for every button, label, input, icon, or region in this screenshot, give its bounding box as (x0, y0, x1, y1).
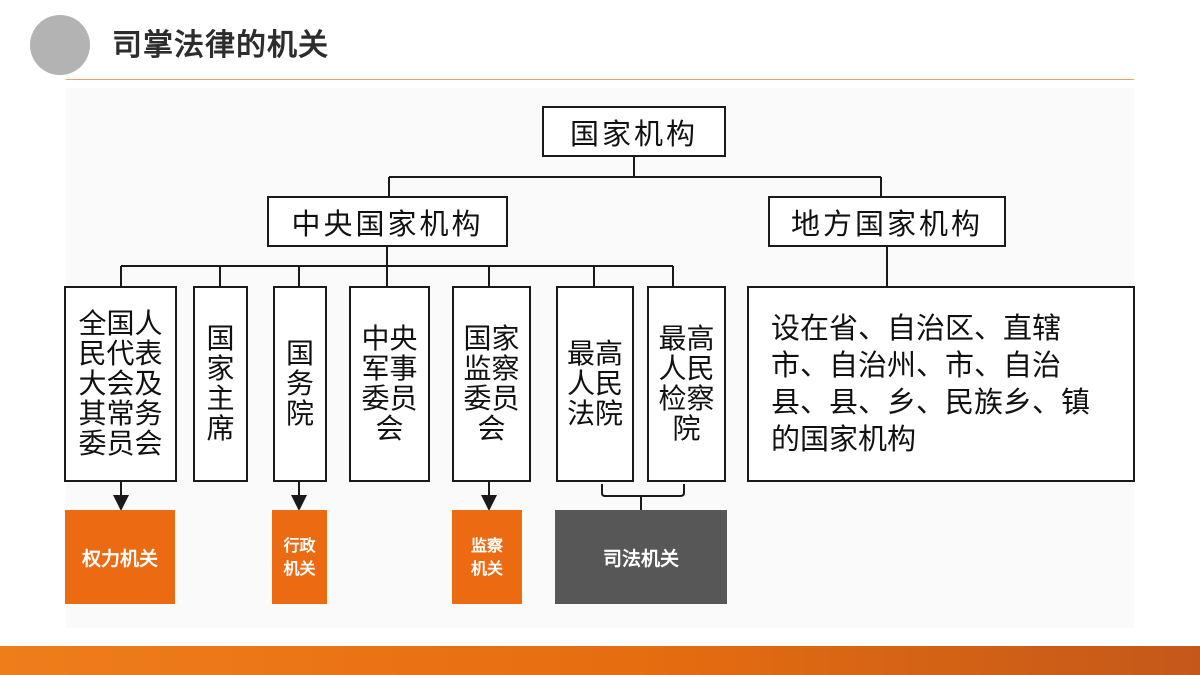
bottom-accent-bar (0, 646, 1200, 675)
supervisory-organ-tag: 监察机关 (452, 510, 522, 604)
central-military-commission-node: 中央军事委员会 (349, 286, 430, 482)
administrative-organ-tag: 行政机关 (272, 510, 327, 604)
local-organs-detail-node: 设在省、自治区、直辖市、自治州、市、自治县、县、乡、民族乡、镇的国家机构 (747, 286, 1135, 482)
state-council-node: 国务院 (273, 286, 327, 482)
power-organ-tag: 权力机关 (65, 510, 175, 604)
supervisory-commission-node: 国家监察委员会 (452, 286, 531, 482)
title-circle-decoration (30, 15, 90, 75)
slide-title: 司掌法律的机关 (112, 28, 329, 63)
npc-node: 全国人民代表大会及其常务委员会 (64, 286, 177, 482)
title-divider (66, 79, 1134, 80)
supreme-court-node: 最高人民法院 (556, 286, 634, 482)
supreme-procuratorate-node: 最高人民检察院 (647, 286, 726, 482)
local-organs-node: 地方国家机构 (768, 196, 1006, 247)
central-organs-node: 中央国家机构 (267, 196, 508, 247)
president-node: 国家主席 (193, 286, 248, 482)
root-node: 国家机构 (542, 106, 726, 157)
judicial-organ-tag: 司法机关 (555, 510, 727, 604)
